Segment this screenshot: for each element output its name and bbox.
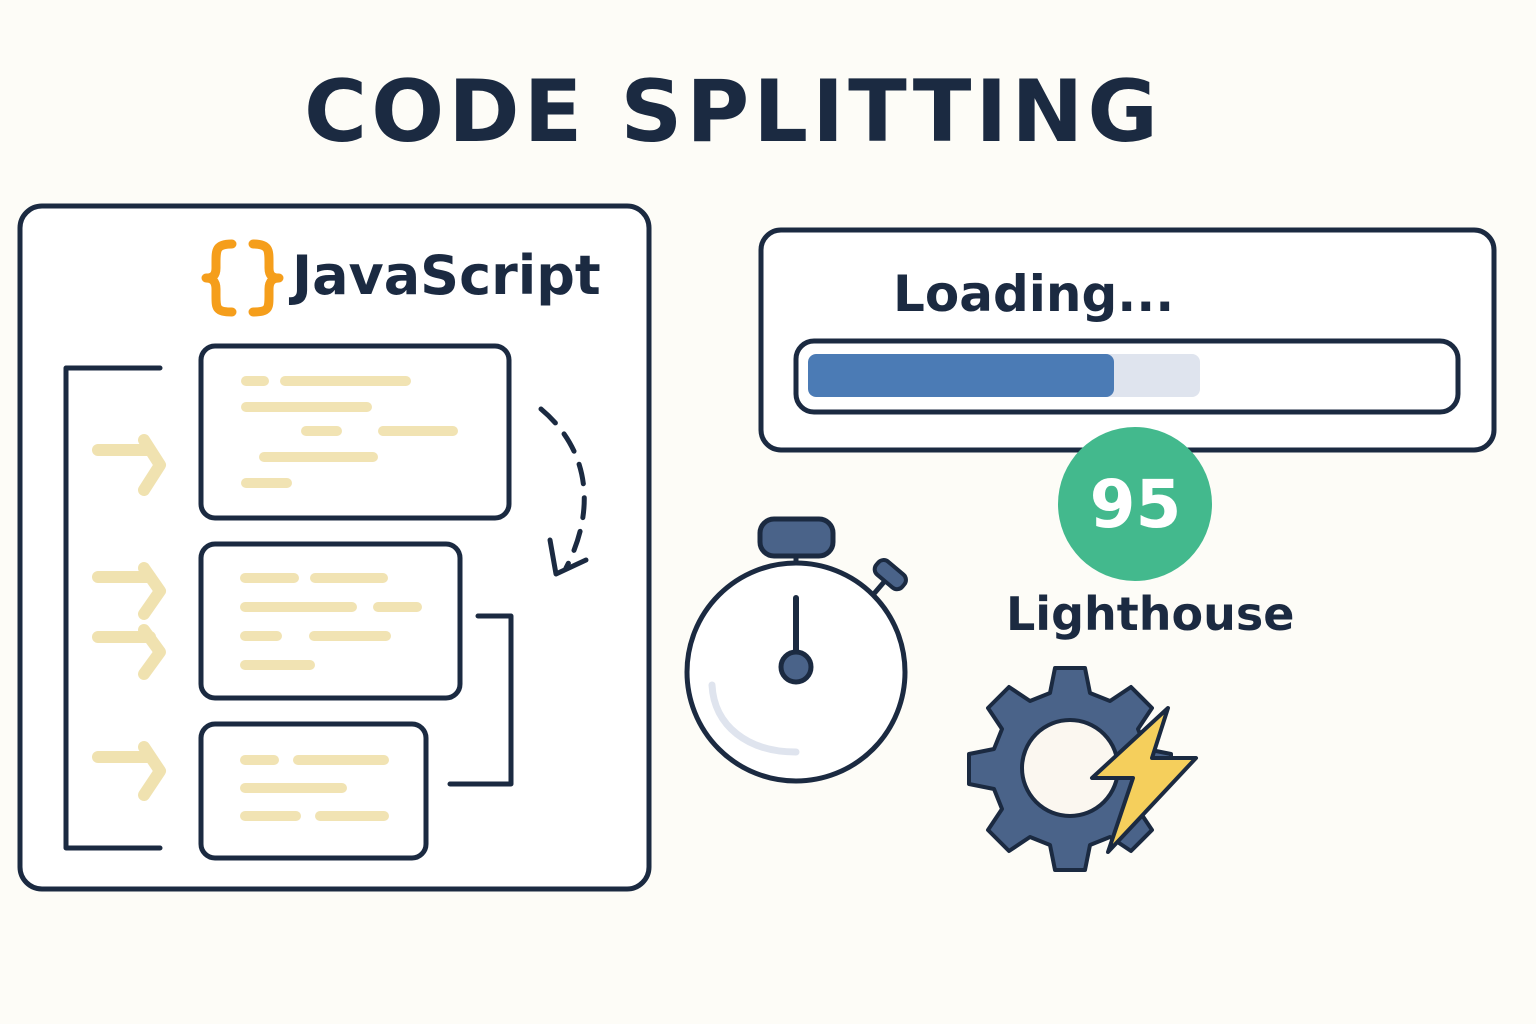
chunk-2 <box>198 541 463 701</box>
page-title: CODE SPLITTING <box>304 62 1162 162</box>
code-lines <box>240 573 422 670</box>
right-bracket <box>447 613 514 787</box>
chunk-1 <box>198 343 512 521</box>
chunk-3 <box>198 721 429 861</box>
lightning-bolt-icon <box>1090 706 1198 854</box>
loading-label: Loading... <box>893 265 1175 323</box>
dashed-curved-arrow <box>538 406 589 577</box>
score-badge <box>1058 427 1212 581</box>
code-lines <box>240 755 389 821</box>
progress-bar <box>808 354 1200 397</box>
progress-fill <box>808 354 1114 397</box>
curly-braces-icon <box>201 239 284 317</box>
chunk-arrows <box>92 434 166 801</box>
arrow-2 <box>92 562 166 620</box>
lighthouse-label: Lighthouse <box>1006 587 1295 641</box>
stopwatch-icon <box>684 516 908 784</box>
arrow-1 <box>92 434 166 496</box>
javascript-label: JavaScript <box>292 244 601 307</box>
arrow-3 <box>92 624 166 680</box>
code-lines <box>241 376 458 488</box>
left-bracket <box>63 365 163 851</box>
lighthouse-score: 95 <box>1089 466 1182 543</box>
arrow-4 <box>92 741 166 801</box>
